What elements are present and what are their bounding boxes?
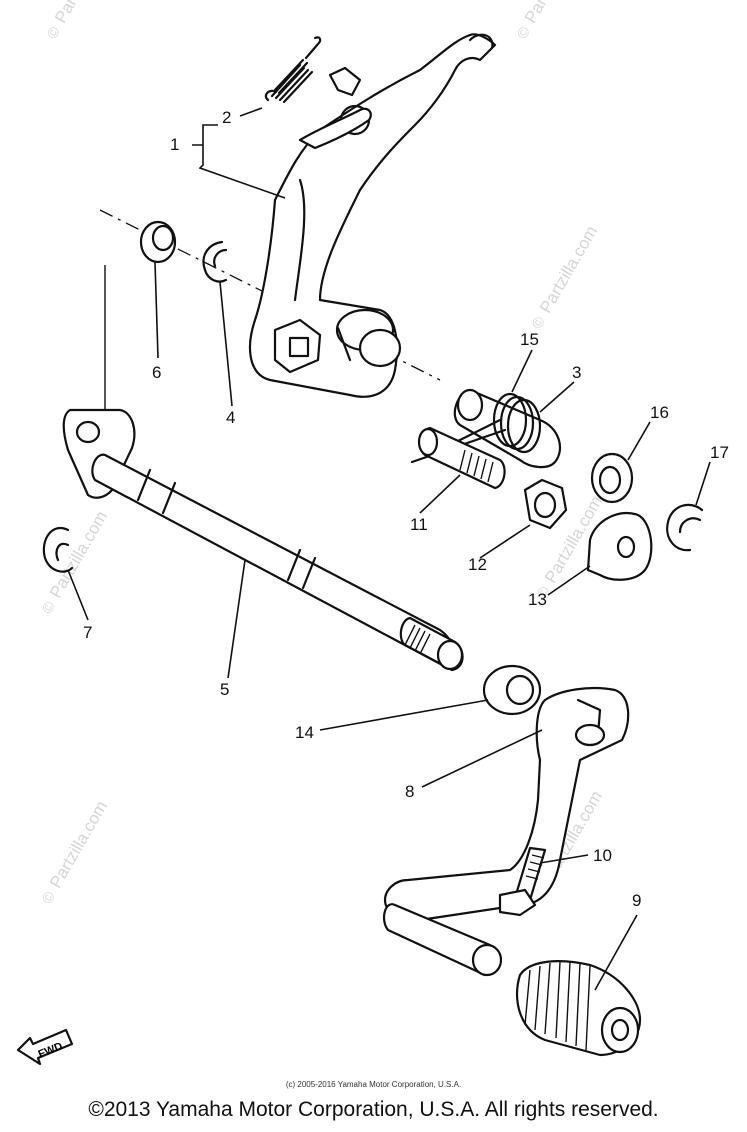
watermark-symbol: © (39, 889, 59, 907)
callout-1: 1 (170, 135, 179, 154)
callout-7: 7 (83, 623, 92, 642)
part-14-oil-seal (482, 664, 542, 716)
part-5-shift-shaft (62, 408, 464, 672)
part-13-lock-washer (586, 511, 653, 581)
part-11-bolt (417, 426, 506, 490)
callout-10: 10 (593, 846, 612, 865)
callout-11: 11 (410, 515, 428, 534)
callout-3: 3 (572, 363, 581, 382)
callout-17: 17 (710, 443, 729, 462)
callout-4: 4 (226, 408, 235, 427)
callout-14: 14 (295, 723, 314, 742)
part-9-pedal-rubber (516, 960, 642, 1057)
part-17-circlip (666, 503, 704, 552)
watermark-symbol: © (39, 599, 59, 617)
part-1-shift-arm (248, 33, 497, 398)
part-10-bolt (498, 846, 547, 917)
main-copyright-text: ©2013 Yamaha Motor Corporation, U.S.A. A… (88, 1098, 659, 1121)
small-copyright-text: (c) 2005-2016 Yamaha Motor Corporation, … (285, 1080, 462, 1089)
watermark-text: Partzilla.com (46, 798, 111, 892)
watermark-symbol: © (44, 24, 64, 42)
callout-12: 12 (468, 555, 487, 574)
callout-2: 2 (222, 108, 231, 127)
callout-15: 15 (520, 330, 539, 349)
callout-8: 8 (405, 782, 414, 801)
part-2-spring (264, 36, 322, 104)
callout-13: 13 (528, 590, 547, 609)
callout-16: 16 (650, 403, 669, 422)
callout-6: 6 (152, 363, 161, 382)
part-4-circlip (202, 240, 228, 283)
watermark-symbol: © (514, 24, 534, 42)
part-15-3-pin-spring (410, 388, 562, 469)
watermark-text: Partzilla.com (51, 0, 116, 26)
forward-arrow-icon: FWD (16, 1028, 74, 1066)
callout-9: 9 (632, 891, 641, 910)
part-16-washer (590, 452, 634, 504)
part-7-circlip (42, 527, 74, 573)
part-6-collar (139, 220, 177, 264)
part-12-nut (523, 478, 568, 530)
callout-5: 5 (220, 680, 229, 699)
callout-numbers: 1 2 4 6 15 3 16 17 11 12 13 7 5 14 8 10 … (83, 108, 729, 910)
leader-lines (67, 107, 711, 991)
watermark-text: Partzilla.com (521, 0, 586, 26)
watermark-text: Partzilla.com (536, 223, 601, 317)
part-8-shift-pedal (382, 686, 630, 977)
